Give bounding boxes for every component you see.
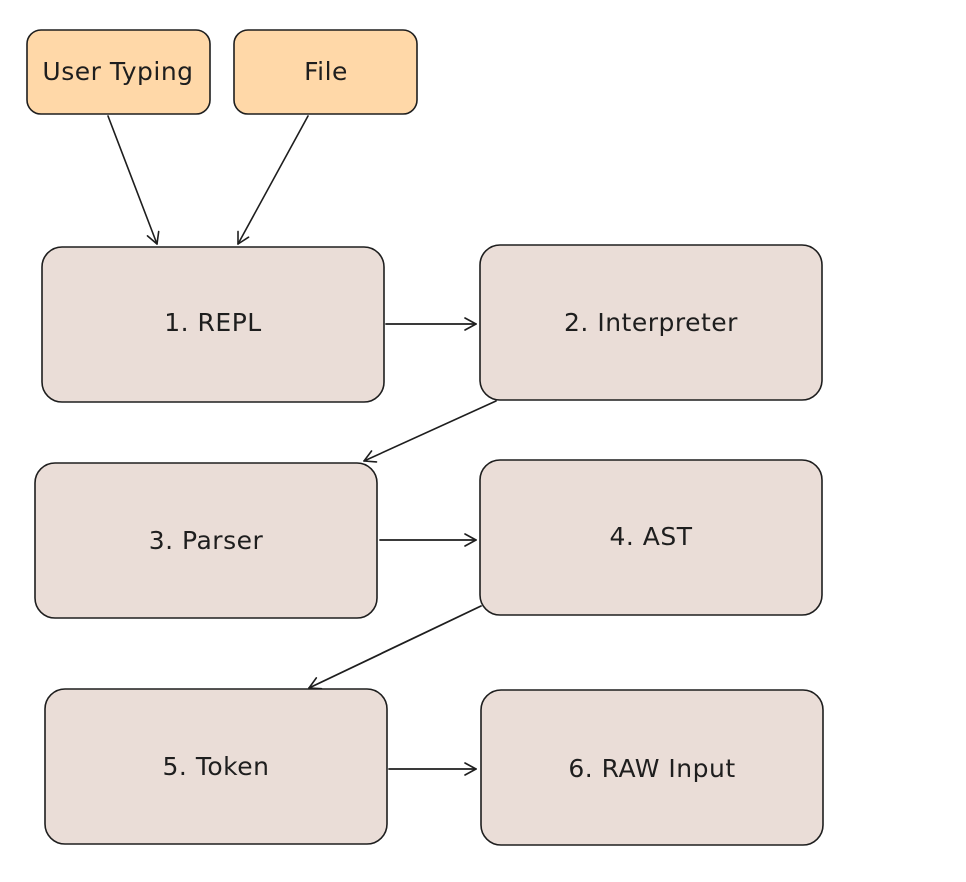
node-file-box <box>233 29 418 115</box>
node-file: File <box>233 29 418 115</box>
node-raw-input-label: 6. RAW Input <box>568 754 735 783</box>
arrow-user-typing-to-repl <box>107 115 160 245</box>
node-interpreter: 2. Interpreter <box>479 244 823 401</box>
node-repl-box <box>41 246 385 403</box>
node-raw-input: 6. RAW Input <box>480 689 824 846</box>
node-user-typing-box <box>26 29 211 115</box>
node-token: 5. Token <box>44 688 388 845</box>
node-repl: 1. REPL <box>41 246 385 403</box>
node-ast-label: 4. AST <box>609 522 692 551</box>
node-token-box <box>44 688 388 845</box>
node-user-typing: User Typing <box>26 29 211 115</box>
node-repl-label: 1. REPL <box>164 308 261 337</box>
node-parser-box <box>34 462 378 619</box>
node-user-typing-label: User Typing <box>42 57 193 86</box>
arrow-ast-to-token <box>308 605 482 690</box>
node-parser-label: 3. Parser <box>149 526 264 555</box>
node-raw-input-box <box>480 689 824 846</box>
node-ast-box <box>479 459 823 616</box>
arrow-interpreter-to-parser <box>363 400 497 463</box>
arrow-file-to-repl <box>237 115 309 245</box>
node-interpreter-label: 2. Interpreter <box>564 308 738 337</box>
node-file-label: File <box>304 57 348 86</box>
node-token-label: 5. Token <box>163 752 270 781</box>
node-ast: 4. AST <box>479 459 823 616</box>
node-parser: 3. Parser <box>34 462 378 619</box>
node-interpreter-box <box>479 244 823 401</box>
